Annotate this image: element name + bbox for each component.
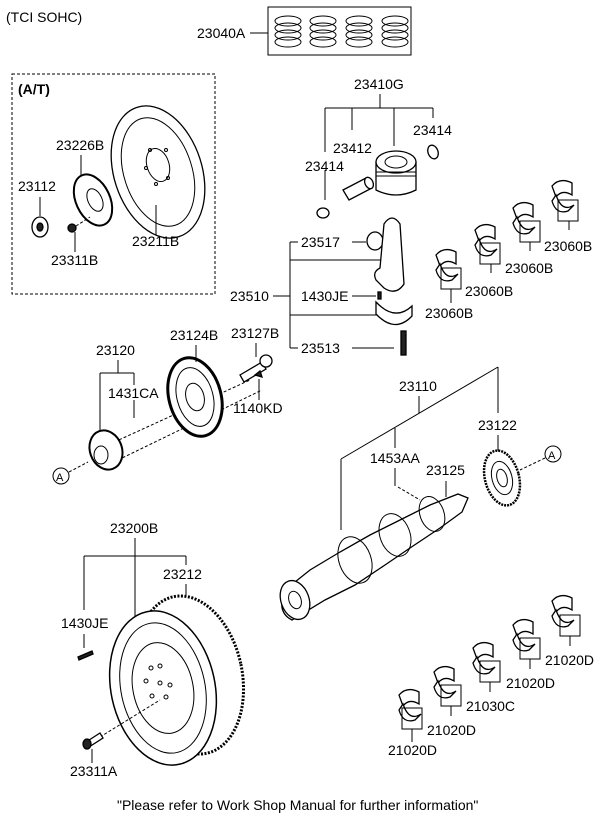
flywheel-icon [108, 610, 218, 766]
piston-ring-frame [267, 6, 412, 56]
label-main-bearing-2[interactable]: 21020D [427, 722, 476, 738]
label-plug[interactable]: 1453AA [370, 450, 420, 466]
label-flywheel-assy[interactable]: 23200B [110, 520, 158, 536]
at-dashed-box [11, 73, 216, 295]
label-piston-assy[interactable]: 23410G [354, 76, 404, 92]
label-drive-plate[interactable]: 23211B [132, 233, 179, 249]
at-group: (A/T) 23211B 23226B 23112 [11, 73, 221, 295]
label-conrod-assy[interactable]: 23510 [230, 288, 269, 304]
piston-assy[interactable]: 23410G 23414 23412 23414 [305, 76, 452, 219]
drive-plate-bolt[interactable]: 23311B [51, 216, 98, 268]
label-snap-ring-left[interactable]: 23414 [305, 158, 344, 174]
label-ring-gear[interactable]: 23212 [163, 566, 202, 582]
label-key[interactable]: 1431CA [108, 385, 159, 401]
conrod-bearings: 23060B 23060B 23060B 23060B [425, 179, 592, 321]
label-crank-key[interactable]: 23125 [426, 462, 465, 478]
flywheel-group[interactable]: 23200B 23212 1430JE 23311A [61, 520, 257, 779]
conrod-icon [366, 217, 413, 356]
label-drive-plate-bolt[interactable]: 23311B [51, 252, 98, 268]
ref-a-left: A [52, 461, 89, 485]
front-pulley-group[interactable]: 23120 1431CA 23124B 23127B 1140KD [84, 325, 283, 474]
main-bearings: 21020D 21020D 21030C 21020D 21020D [388, 594, 594, 758]
spacer[interactable]: 23112 [18, 178, 56, 238]
ref-a-right: A [519, 445, 562, 471]
label-spacer[interactable]: 23112 [18, 178, 56, 194]
label-conrod-bushing[interactable]: 23517 [301, 234, 340, 250]
label-flywheel-pin[interactable]: 1430JE [61, 615, 108, 631]
label-washer-bolt[interactable]: 1140KD [233, 400, 283, 416]
label-main-bearing-1[interactable]: 21020D [388, 742, 437, 758]
drive-plate[interactable]: 23211B [95, 94, 221, 251]
pulley-bolt-icon [239, 354, 273, 383]
conrod-bearing-icon [435, 179, 579, 290]
label-crank-gear[interactable]: 23122 [478, 417, 517, 433]
label-conrod-bearing-4[interactable]: 23060B [544, 238, 592, 254]
sprocket-icon [88, 429, 124, 471]
snap-ring-left-icon [316, 207, 330, 219]
label-flywheel-bolt[interactable]: 23311A [70, 763, 118, 779]
crankshaft-group[interactable]: 23110 1453AA 23125 23122 [275, 366, 526, 624]
label-conrod-bearing-3[interactable]: 23060B [505, 260, 553, 276]
damper-pulley-icon [166, 356, 224, 438]
crankshaft-icon [279, 486, 469, 621]
main-bearing-icon [398, 594, 581, 730]
crank-gear-icon [482, 449, 522, 507]
label-sprocket[interactable]: 23120 [96, 342, 135, 358]
piston-pin-icon [342, 176, 375, 201]
label-conrod-bearing-2[interactable]: 23060B [465, 283, 513, 299]
label-piston-ring-set[interactable]: 23040A [197, 25, 246, 41]
label-crankshaft-assy[interactable]: 23110 [399, 378, 437, 394]
label-conrod-bearing-1[interactable]: 23060B [425, 305, 473, 321]
label-conrod-pin[interactable]: 1430JE [301, 288, 348, 304]
piston-icon [375, 150, 417, 196]
drive-plate-adapter[interactable]: 23226B [56, 137, 120, 232]
variant-title: (TCI SOHC) [6, 9, 82, 25]
label-piston-pin[interactable]: 23412 [333, 140, 372, 156]
washer-bolt-icon [253, 369, 264, 378]
flywheel-bolt-icon [82, 732, 104, 750]
piston-ring-set[interactable]: 23040A [197, 6, 412, 56]
conrod-assy[interactable]: 23510 23517 1430JE 23513 [230, 217, 413, 356]
label-main-bearing-5[interactable]: 21020D [545, 652, 594, 668]
label-pulley-bolt[interactable]: 23127B [231, 325, 279, 341]
label-conrod-bolt[interactable]: 23513 [301, 340, 340, 356]
label-main-bearing-3[interactable]: 21030C [466, 698, 515, 714]
snap-ring-right-icon [427, 144, 439, 160]
piston-ring-icons [274, 15, 409, 48]
ref-a-left-text: A [56, 472, 64, 484]
footer-note: "Please refer to Work Shop Manual for fu… [117, 797, 478, 813]
label-main-bearing-4[interactable]: 21020D [506, 675, 555, 691]
label-snap-ring-right[interactable]: 23414 [413, 122, 452, 138]
flywheel-pin-icon [77, 650, 94, 661]
label-damper-pulley[interactable]: 23124B [170, 327, 218, 343]
ref-a-right-text: A [548, 450, 556, 462]
at-title: (A/T) [18, 81, 50, 97]
label-drive-plate-adapter[interactable]: 23226B [56, 137, 104, 153]
